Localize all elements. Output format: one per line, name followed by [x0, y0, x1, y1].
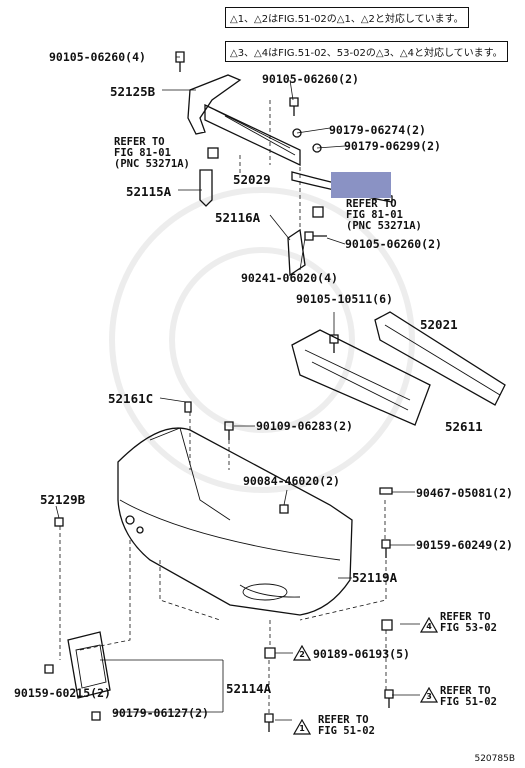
strip-arc — [291, 171, 393, 203]
note-correspondence-2: △3、△4はFIG.51-02、53-02の△3、△4と対応しています。 — [225, 41, 508, 62]
label-90105-10511[interactable]: 90105-10511(6) — [296, 292, 393, 306]
bumper-cover-52119A — [117, 427, 353, 616]
label-52119A[interactable]: 52119A — [352, 570, 398, 585]
plate-bracket-52114A — [67, 631, 111, 699]
bracket-52116A — [287, 228, 306, 277]
absorber-52611 — [291, 329, 431, 426]
highlight-box — [331, 172, 391, 198]
label-90105-06260-b[interactable]: 90105-06260(2) — [262, 72, 359, 86]
label-90467-05081[interactable]: 90467-05081(2) — [416, 486, 513, 500]
bracket-52125B — [187, 74, 242, 135]
label-52115A[interactable]: 52115A — [126, 184, 172, 199]
label-52114A[interactable]: 52114A — [226, 681, 272, 696]
label-52611[interactable]: 52611 — [445, 419, 483, 434]
label-52029[interactable]: 52029 — [233, 172, 271, 187]
label-90179-06274[interactable]: 90179-06274(2) — [329, 123, 426, 137]
label-90189-06193[interactable]: 90189-06193(5) — [313, 647, 410, 661]
retainer-52029 — [204, 103, 301, 167]
label-52129B[interactable]: 52129B — [40, 492, 86, 507]
label-90241-06020[interactable]: 90241-06020(4) — [241, 271, 338, 285]
refer-fig-81-01-b[interactable]: REFER TO FIG 81-01 (PNC 53271A) — [346, 198, 422, 232]
label-90179-06127[interactable]: 90179-06127(2) — [112, 706, 209, 720]
refer-fig-51-02-a[interactable]: REFER TO FIG 51-02 — [440, 685, 497, 708]
label-90109-06283[interactable]: 90109-06283(2) — [256, 419, 353, 433]
figure-code: 520785B — [474, 754, 515, 764]
label-90159-60215[interactable]: 90159-60215(2) — [14, 686, 111, 700]
label-52125B[interactable]: 52125B — [110, 84, 156, 99]
label-52161C[interactable]: 52161C — [108, 391, 154, 406]
label-90105-06260-a[interactable]: 90105-06260(4) — [49, 50, 146, 64]
triangle-2-icon: 2 — [293, 645, 311, 661]
bolts-top — [175, 51, 327, 241]
triangle-3-icon: 3 — [420, 687, 438, 703]
label-90105-06260-c[interactable]: 90105-06260(2) — [345, 237, 442, 251]
watermark — [109, 187, 415, 493]
label-90084-46020[interactable]: 90084-46020(2) — [243, 474, 340, 488]
label-52116A[interactable]: 52116A — [215, 210, 261, 225]
triangle-4-icon: 4 — [420, 617, 438, 633]
label-52021[interactable]: 52021 — [420, 317, 458, 332]
label-90179-06299[interactable]: 90179-06299(2) — [344, 139, 441, 153]
refer-fig-51-02-b[interactable]: REFER TO FIG 51-02 — [318, 714, 375, 737]
note-correspondence-1: △1、△2はFIG.51-02の△1、△2と対応しています。 — [225, 7, 469, 28]
refer-fig-53-02[interactable]: REFER TO FIG 53-02 — [440, 611, 497, 634]
refer-fig-81-01-a[interactable]: REFER TO FIG 81-01 (PNC 53271A) — [114, 136, 190, 170]
triangle-1-icon: 1 — [293, 719, 311, 735]
label-90159-60249[interactable]: 90159-60249(2) — [416, 538, 513, 552]
